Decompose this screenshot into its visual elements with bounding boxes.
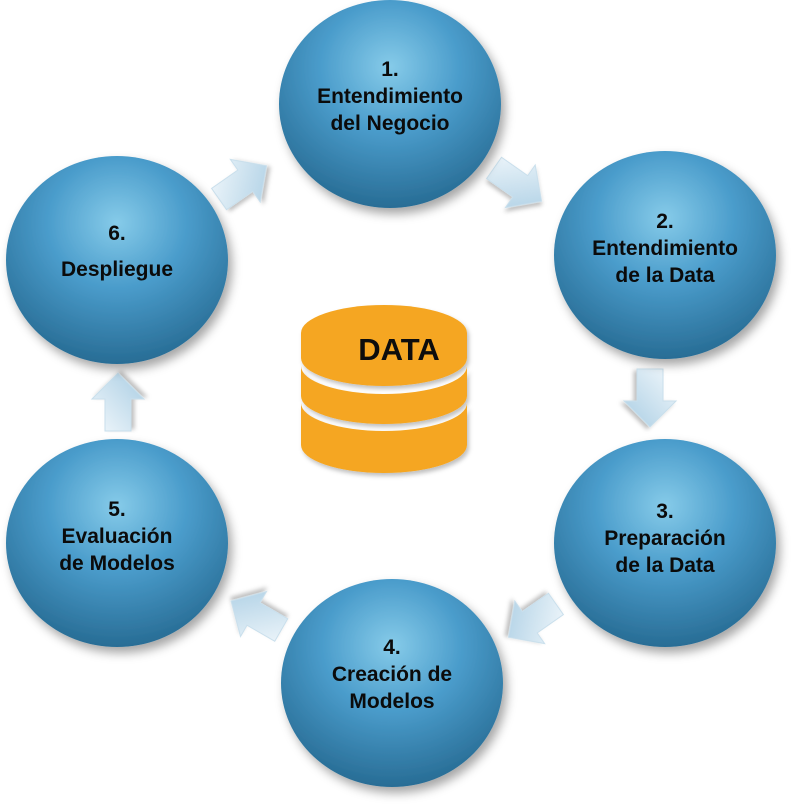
- stage-circle: [554, 439, 776, 647]
- stage-circle: [279, 0, 501, 208]
- arrow-icon: [507, 592, 565, 645]
- stage-4: 4. Creación de Modelos: [281, 579, 503, 787]
- stage-label: Modelos: [349, 690, 434, 713]
- arrow-icon: [90, 372, 146, 432]
- stage-label: Entendimiento: [317, 85, 463, 108]
- stage-1: 1. Entendimiento del Negocio: [279, 0, 501, 208]
- stage-number: 4.: [383, 636, 401, 659]
- stage-circles: 1. Entendimiento del Negocio 2. Entendimient…: [6, 0, 776, 787]
- stage-circle: [281, 579, 503, 787]
- stage-number: 6.: [108, 222, 126, 245]
- stage-label: del Negocio: [330, 112, 449, 135]
- stage-label: Creación de: [332, 663, 452, 686]
- cycle-arrows: [90, 156, 678, 645]
- arrow-icon: [230, 590, 289, 642]
- database-label: DATA: [358, 332, 440, 367]
- stage-number: 5.: [108, 498, 126, 521]
- stage-label: Despliegue: [61, 258, 173, 281]
- database-icon: DATA: [301, 305, 467, 473]
- stage-label: de la Data: [615, 264, 715, 287]
- stage-number: 3.: [656, 500, 674, 523]
- stage-circle: [6, 156, 228, 364]
- arrow-icon: [485, 156, 543, 209]
- stage-circle: [6, 439, 228, 647]
- stage-3: 3. Preparación de la Data: [554, 439, 776, 647]
- stage-label: Preparación: [604, 527, 725, 550]
- stage-6: 6. Despliegue: [6, 156, 228, 364]
- stage-2: 2. Entendimiento de la Data: [554, 151, 776, 359]
- stage-label: Entendimiento: [592, 237, 738, 260]
- stage-label: de Modelos: [59, 552, 175, 575]
- stage-number: 2.: [656, 210, 674, 233]
- stage-label: de la Data: [615, 554, 715, 577]
- stage-circle: [554, 151, 776, 359]
- stage-5: 5. Evaluación de Modelos: [6, 439, 228, 647]
- arrow-icon: [210, 158, 268, 211]
- arrow-icon: [622, 368, 678, 428]
- stage-label: Evaluación: [62, 525, 173, 548]
- stage-number: 1.: [381, 58, 399, 81]
